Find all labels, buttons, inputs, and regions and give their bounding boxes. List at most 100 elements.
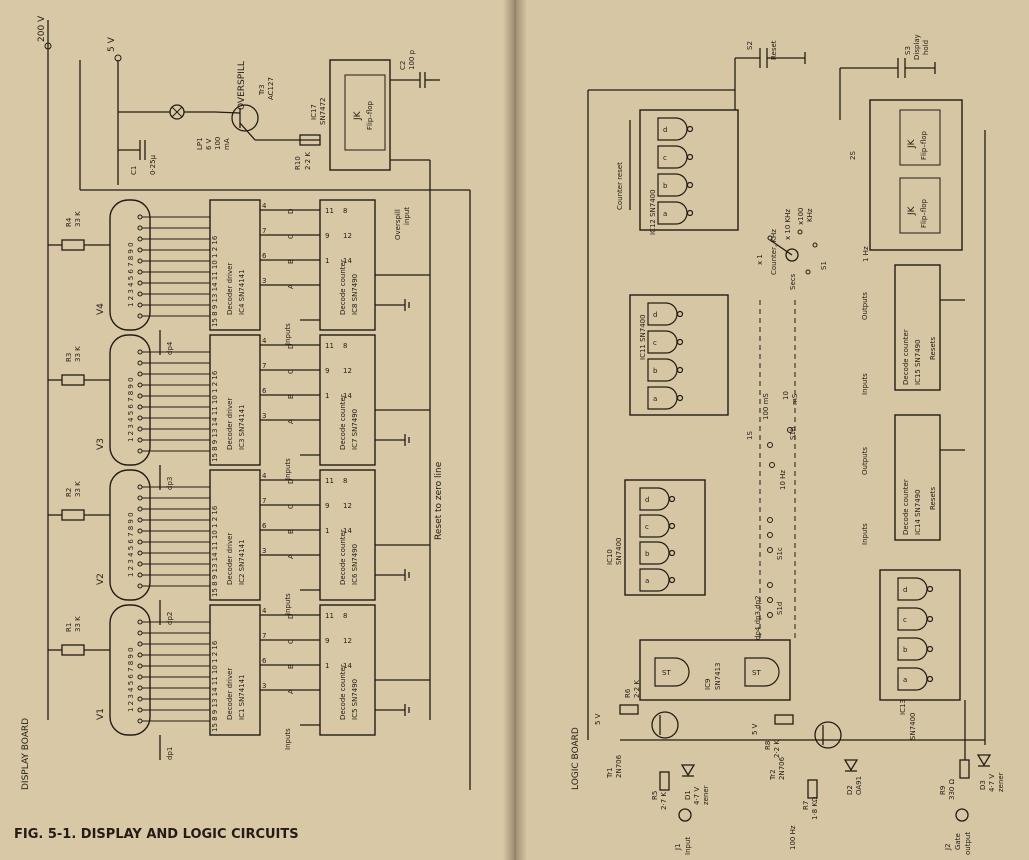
logic-board: S2 Reset S3 Display hold Counter reset: [571, 34, 1005, 855]
resistor-value: 33 K: [74, 346, 82, 362]
tb-1s: 1S: [746, 431, 754, 440]
tr1-type: 2N706: [615, 754, 623, 778]
resistor-r9: R9 330 Ω: [939, 759, 970, 800]
decode-counter: [319, 334, 376, 466]
counter-pin: 12: [343, 502, 352, 510]
ic9-st-a-label: ST: [662, 669, 671, 677]
left-page: [0, 0, 515, 860]
s1-x100: x100: [797, 207, 805, 225]
bcd-label: A: [287, 419, 295, 424]
bcd-label: D: [287, 614, 295, 619]
label-2s: 2S: [849, 151, 857, 160]
counter-pin: 1: [325, 392, 329, 400]
tb-s1c: S1c: [776, 547, 784, 560]
diode-d3: D3 4·7 V zener: [976, 754, 1005, 792]
driver-pin: 4: [262, 337, 267, 345]
driver-pins: 15 8 9 13 14 11 10 1 2 16: [211, 235, 219, 327]
switch-s1[interactable]: x 1 Counter, KHz x 10 KHz x100 KHz Secs …: [756, 207, 828, 290]
diode-d1: D1 4·7 V zener: [680, 764, 710, 805]
driver-title: Decoder driver: [226, 533, 234, 585]
counter-pin: 1: [325, 257, 329, 265]
s1-name: S1: [820, 261, 828, 270]
gate-letter: b: [663, 182, 668, 190]
driver-pin: 6: [262, 522, 267, 530]
display-board-title: DISPLAY BOARD: [21, 718, 31, 790]
tb-s1b: S1b: [789, 426, 797, 440]
timebase-switch[interactable]: 100 mS 10 mS 1S 10 Hz S1b S1c S1d: [746, 300, 799, 640]
r9-value: 330 Ω: [948, 778, 956, 800]
jack-j1-input[interactable]: J1 Input: [674, 808, 692, 855]
s1-x10: x 10 KHz: [784, 209, 792, 240]
counter-pin: 1: [325, 527, 329, 535]
bcd-label: C: [287, 639, 295, 644]
counter-pin: 9: [325, 367, 329, 375]
ic17-type: SN7472: [319, 98, 327, 126]
gate-letter: c: [903, 616, 907, 624]
jack-j2-gate-output[interactable]: J2 Gate output: [944, 808, 972, 855]
decoder-driver: [209, 199, 261, 331]
bcd-label: B: [287, 394, 295, 399]
nand-gate-b: b: [639, 541, 676, 565]
counter-title: Decode counter: [339, 664, 347, 720]
right-page: [515, 0, 1029, 860]
jk2-ff: Flip–flop: [920, 198, 928, 228]
transistor-tr3: Tr3 AC127: [214, 77, 320, 141]
jk1-label: JK: [907, 138, 917, 149]
inputs-label: Inputs: [284, 593, 292, 615]
inputs-label: Inputs: [284, 458, 292, 480]
nand-gate-a: a: [647, 386, 684, 410]
driver-pin: 4: [262, 472, 267, 480]
resistor-value: 33 K: [74, 616, 82, 632]
lamp-lp1: LP1 6 V 100 mA: [118, 104, 231, 150]
decimal-point-label: dp1: [166, 747, 174, 760]
ic14-inputs: Inputs: [861, 523, 869, 545]
counter-pin: 12: [343, 367, 352, 375]
switch-s3-hold: S3 Display hold: [840, 34, 936, 78]
capacitor-c2: C2 100 p: [390, 49, 440, 88]
ic9-st-a: ST: [654, 657, 690, 687]
tr1-name: Tr1: [606, 767, 614, 779]
nand-gate-b: b: [897, 637, 934, 661]
driver-pin: 4: [262, 607, 267, 615]
counter-pin: 14: [343, 392, 352, 400]
counter-pin: 8: [343, 207, 347, 215]
ic15-inputs: Inputs: [861, 373, 869, 395]
nixie-tube: [109, 199, 151, 331]
gate-letter: a: [663, 210, 667, 218]
s3-label1: Display: [913, 34, 921, 60]
logic-board-title: LOGIC BOARD: [571, 727, 581, 790]
tube-name: V3: [96, 438, 106, 450]
ic10-name: IC10: [606, 549, 614, 565]
gate-letter: b: [645, 550, 650, 558]
ic14-counter: Decode counter IC14 SN7490 Resets: [894, 414, 941, 541]
ic15-resets: Resets: [929, 336, 937, 360]
overspill-label: OVERSPILL: [237, 61, 247, 110]
gate-letter: c: [645, 523, 649, 531]
ic15-outputs: Outputs: [861, 292, 869, 320]
inputs-label: Inputs: [284, 728, 292, 750]
ic10-type: SN7400: [615, 538, 623, 566]
counter-pin: 9: [325, 637, 329, 645]
nand-gate-c: c: [647, 330, 684, 354]
ic12-label: IC12 SN7400: [649, 189, 657, 235]
gate-letter: c: [663, 154, 667, 162]
resistor-r7: R7 1·8 KΩ: [802, 779, 819, 820]
tube-name: V2: [96, 573, 106, 585]
resistor-name: R2: [65, 488, 73, 497]
decoder-driver: [209, 334, 261, 466]
d3-name: D3: [979, 780, 987, 790]
lamp-lp1-cur1: 100: [214, 137, 222, 150]
j1-name: J1: [674, 843, 682, 851]
ic14-outputs: Outputs: [861, 447, 869, 475]
decimal-point-label: dp3: [166, 477, 174, 490]
r10-name: R10: [294, 156, 302, 170]
nand-gate-c: c: [639, 514, 676, 538]
bcd-label: A: [287, 554, 295, 559]
bcd-label: A: [287, 284, 295, 289]
r7-name: R7: [802, 801, 810, 810]
tr2-name: Tr2: [769, 769, 777, 781]
counter-pin: 8: [343, 612, 347, 620]
